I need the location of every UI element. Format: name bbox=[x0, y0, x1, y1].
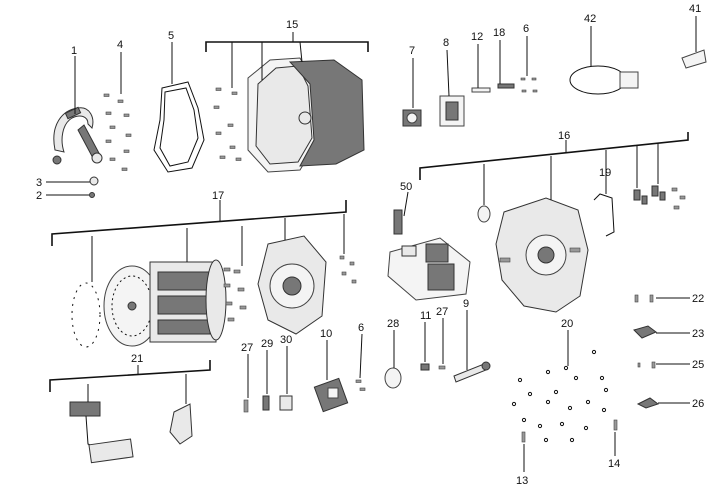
callout-30: 30 bbox=[280, 334, 292, 346]
part-bracket-21 bbox=[169, 403, 193, 445]
callout-28: 28 bbox=[387, 318, 399, 330]
part-housing bbox=[247, 57, 365, 173]
callout-9: 9 bbox=[463, 298, 469, 310]
part-handle bbox=[52, 106, 103, 165]
callout-6b: 6 bbox=[358, 322, 364, 334]
callout-14: 14 bbox=[608, 458, 620, 470]
part-rod bbox=[471, 87, 491, 93]
part-clamp-23 bbox=[633, 325, 657, 339]
part-cap bbox=[477, 205, 491, 223]
part-screws-22 bbox=[634, 294, 654, 303]
callout-8: 8 bbox=[443, 37, 449, 49]
part-clip-29 bbox=[262, 395, 270, 411]
part-pin-27 bbox=[243, 399, 249, 413]
leader-6b bbox=[359, 333, 363, 379]
leader-50 bbox=[403, 191, 409, 217]
part-screw bbox=[89, 192, 95, 198]
part-brush-holder bbox=[313, 377, 349, 413]
callout-27a: 27 bbox=[241, 342, 253, 354]
callout-27b: 27 bbox=[436, 306, 448, 318]
callout-18: 18 bbox=[493, 27, 505, 39]
part-clips bbox=[633, 185, 686, 210]
callout-13: 13 bbox=[516, 475, 528, 487]
part-small-parts-20 bbox=[511, 349, 618, 443]
bracket-17 bbox=[51, 200, 347, 246]
part-screws-25 bbox=[637, 361, 656, 369]
bracket-15 bbox=[205, 41, 369, 52]
callout-5: 5 bbox=[168, 30, 174, 42]
callout-12: 12 bbox=[471, 31, 483, 43]
part-spring bbox=[497, 83, 515, 89]
part-screw-ring-right bbox=[339, 255, 357, 284]
part-screw-ring-left bbox=[71, 282, 101, 348]
part-bushing-11 bbox=[420, 363, 430, 371]
callout-21: 21 bbox=[131, 353, 143, 365]
part-screws-4 bbox=[103, 93, 132, 171]
callout-50: 50 bbox=[400, 181, 412, 193]
part-control-board bbox=[387, 209, 471, 301]
part-plate-26 bbox=[636, 397, 660, 409]
callout-1: 1 bbox=[71, 45, 77, 57]
callout-10: 10 bbox=[320, 328, 332, 340]
callout-3: 3 bbox=[36, 177, 42, 189]
part-housing-screws bbox=[213, 87, 242, 161]
part-end-plate bbox=[257, 235, 327, 335]
callout-23: 23 bbox=[692, 328, 704, 340]
callout-11: 11 bbox=[420, 310, 431, 322]
part-wire-clip bbox=[593, 193, 615, 237]
callout-4: 4 bbox=[117, 39, 123, 51]
leader-8 bbox=[446, 49, 450, 97]
callout-6a: 6 bbox=[523, 23, 529, 35]
part-motor-cover bbox=[495, 197, 589, 313]
callout-41: 41 bbox=[689, 3, 701, 15]
part-disc-28 bbox=[384, 367, 402, 389]
part-wiring-harness bbox=[69, 401, 134, 464]
bracket-21 bbox=[49, 360, 211, 392]
callout-17: 17 bbox=[212, 190, 224, 202]
part-screws-6a bbox=[520, 77, 538, 93]
part-small-screws-17 bbox=[223, 267, 247, 322]
callout-42: 42 bbox=[584, 13, 596, 25]
part-terminal-30 bbox=[279, 395, 293, 411]
callout-26: 26 bbox=[692, 398, 704, 410]
callout-15: 15 bbox=[286, 19, 298, 31]
part-washer bbox=[89, 176, 99, 186]
part-gasket bbox=[153, 81, 205, 173]
part-pin-27b bbox=[438, 365, 446, 370]
part-label-plate bbox=[681, 49, 707, 69]
callout-25: 25 bbox=[692, 359, 704, 371]
part-screws-6b bbox=[355, 379, 366, 391]
callout-19: 19 bbox=[599, 167, 611, 179]
callout-16: 16 bbox=[558, 130, 570, 142]
callout-29: 29 bbox=[261, 338, 273, 350]
callout-2: 2 bbox=[36, 190, 42, 202]
callout-7: 7 bbox=[409, 45, 415, 57]
part-shaft-9 bbox=[453, 361, 491, 383]
part-armature bbox=[149, 259, 227, 343]
part-switch bbox=[439, 95, 465, 127]
bracket-16 bbox=[419, 132, 689, 180]
callout-20: 20 bbox=[561, 318, 573, 330]
part-strap bbox=[569, 65, 639, 95]
callout-22: 22 bbox=[692, 293, 704, 305]
part-socket bbox=[402, 109, 422, 127]
